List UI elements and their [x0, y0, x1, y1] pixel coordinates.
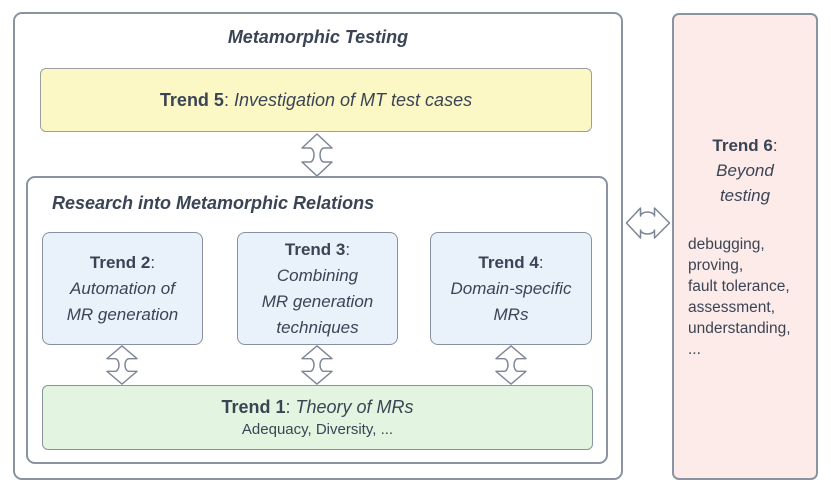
trend6-line: Beyond [716, 161, 774, 180]
trend5-colon: : [223, 89, 234, 110]
trend2-label: Trend 2 [89, 252, 151, 272]
trend2-colon: : [150, 252, 156, 272]
trend4-line: MRs [493, 304, 529, 324]
trend6-panel: Trend 6: Beyond testing debugging, provi… [672, 13, 818, 480]
trend4-colon: : [538, 252, 544, 272]
double-arrow-vertical-icon [495, 345, 527, 385]
trend1-description: Theory of MRs [295, 397, 414, 417]
trend6-line: testing [719, 186, 771, 205]
trend4-heading: Trend 4: [478, 250, 543, 276]
trend6-list-item: assessment, [688, 299, 776, 316]
trend6-colon: : [772, 136, 778, 155]
double-arrow-vertical-icon [106, 345, 138, 385]
trend1-label: Trend 1 [221, 397, 286, 417]
trend4-label: Trend 4 [478, 252, 539, 272]
trend3-box: Trend 3: Combining MR generation techniq… [237, 232, 398, 345]
trend1-colon: : [285, 397, 296, 417]
trend4-line: Domain-specific [450, 278, 572, 298]
mr-relations-title: Research into Metamorphic Relations [52, 193, 375, 213]
trend6-list-item: ... [688, 341, 701, 358]
double-arrow-horizontal-icon [625, 207, 671, 239]
metamorphic-testing-title: Metamorphic Testing [227, 27, 409, 47]
trend2-box: Trend 2: Automation of MR generation [42, 232, 203, 345]
trend3-line: MR generation [261, 291, 374, 311]
trend6-title: Trend 6: Beyond testing [688, 133, 802, 208]
trend5-description: Investigation of MT test cases [233, 89, 473, 110]
trend5-label: Trend 5 [159, 89, 224, 110]
trend3-colon: : [345, 239, 351, 259]
trend5-box: Trend 5: Investigation of MT test cases [40, 68, 592, 132]
trend1-text: Trend 1: Theory of MRs [221, 397, 413, 418]
trend6-list-item: debugging, [688, 236, 765, 253]
trend3-heading: Trend 3: [285, 237, 350, 263]
trend6-list-item: proving, [688, 257, 744, 274]
trend6-examples-list: debugging, proving, fault tolerance, ass… [688, 234, 802, 360]
trend2-heading: Trend 2: [90, 250, 155, 276]
trend3-line: techniques [276, 317, 359, 337]
trend6-list-item: understanding, [688, 320, 791, 337]
trend4-box: Trend 4: Domain-specific MRs [430, 232, 592, 345]
double-arrow-vertical-icon [301, 133, 333, 177]
trend1-subtext: Adequacy, Diversity, ... [241, 421, 394, 438]
trend2-line: MR generation [66, 304, 179, 324]
double-arrow-vertical-icon [301, 345, 333, 385]
trend3-label: Trend 3 [284, 239, 346, 259]
trend6-list-item: fault tolerance, [688, 278, 790, 295]
trend6-label: Trend 6 [712, 136, 773, 155]
trend3-line: Combining [276, 265, 359, 285]
trend5-text: Trend 5: Investigation of MT test cases [160, 90, 472, 111]
trend2-line: Automation of [70, 278, 175, 298]
trend1-box: Trend 1: Theory of MRs Adequacy, Diversi… [42, 385, 593, 450]
trend6-heading: Trend 6: [688, 133, 802, 158]
